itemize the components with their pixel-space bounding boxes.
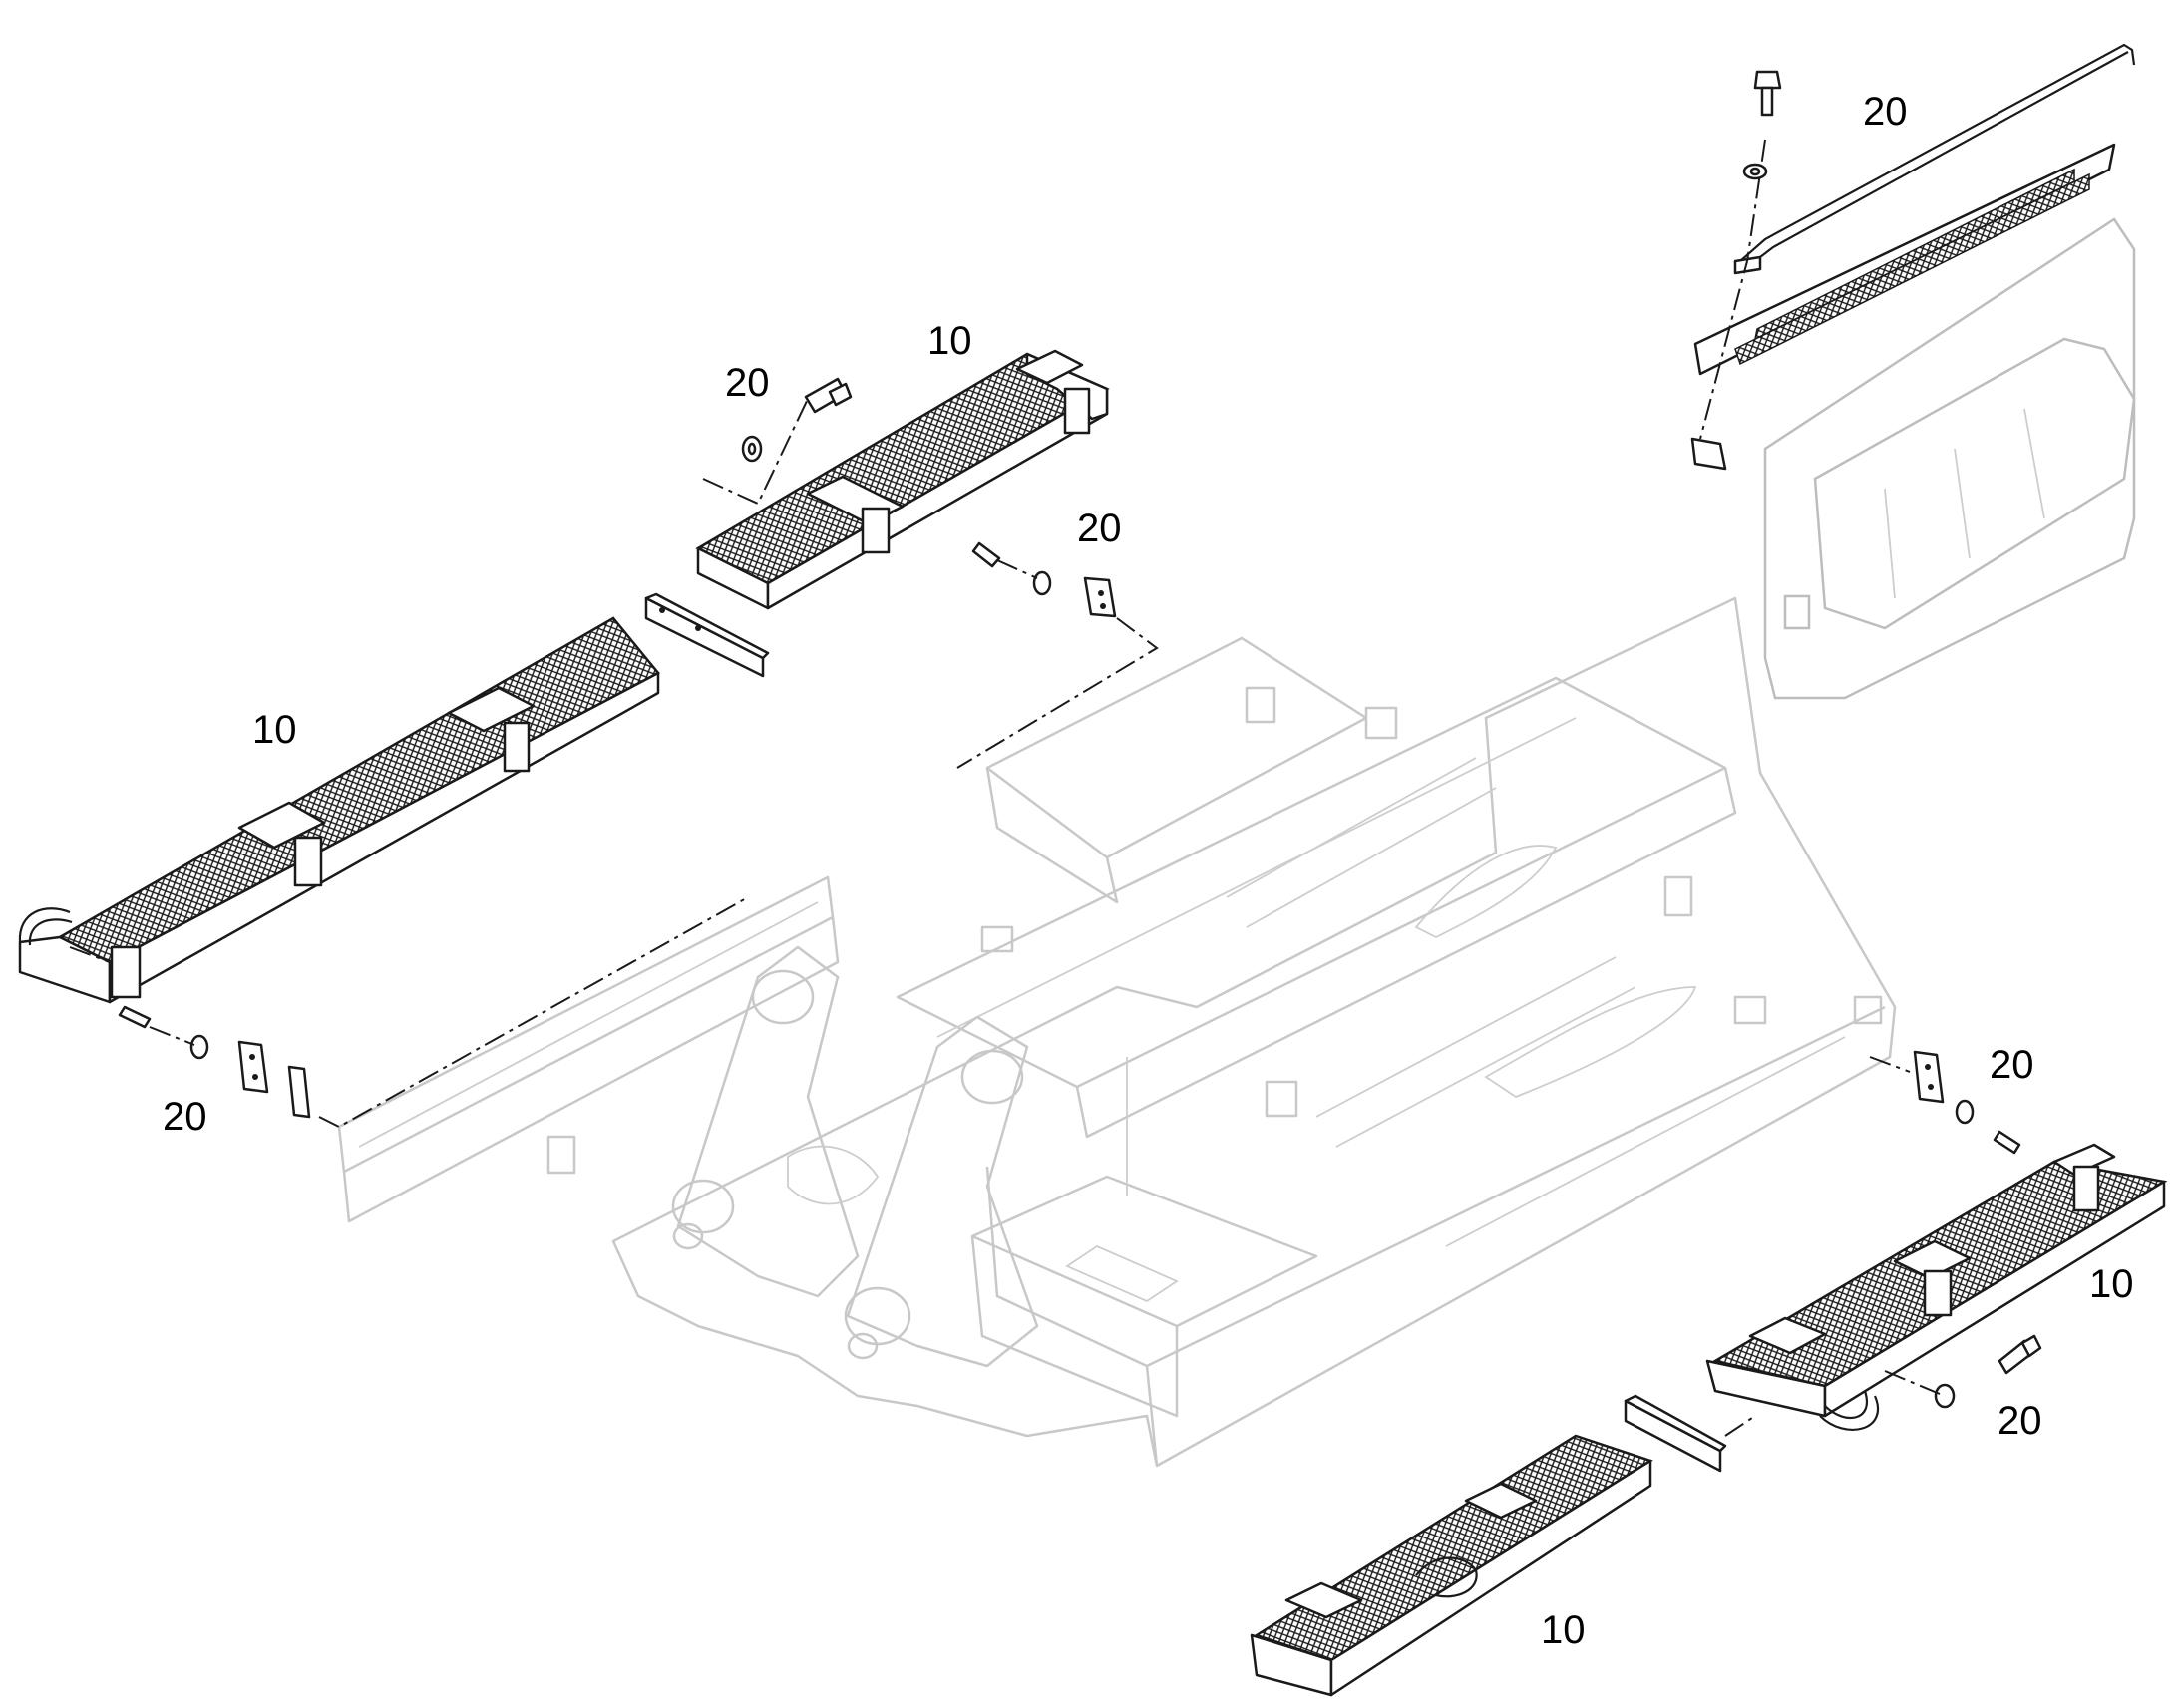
- callout-fastener-center-right: 20: [1077, 507, 1122, 550]
- bolt-washer-bracket-center: [956, 541, 1159, 769]
- callout-step-left-long: 10: [252, 708, 297, 752]
- machine-frame: [337, 596, 1897, 1468]
- step-bottom: [1250, 1434, 1653, 1697]
- handrail: [1690, 43, 2136, 471]
- callout-fastener-right-upper: 20: [1990, 1043, 2034, 1087]
- grille-panel: [1693, 143, 2116, 376]
- callout-step-right: 10: [2089, 1262, 2134, 1306]
- connector-plate-center: [644, 592, 770, 678]
- callout-fastener-right-lower: 20: [1998, 1399, 2042, 1443]
- callout-fastener-top-right: 20: [1863, 90, 1908, 134]
- bolt-washer-bracket-left: [118, 896, 749, 1129]
- connector-plate-lower: [1624, 1394, 1756, 1473]
- callout-step-top-center: 10: [927, 319, 972, 363]
- rear-panel: [1763, 217, 2136, 700]
- bracket-washer-bolt-right: [1869, 1050, 2021, 1155]
- bolt-washer-right-lower: [1884, 1334, 2042, 1409]
- step-right: [1705, 1143, 2168, 1431]
- step-top-center: [695, 349, 1110, 610]
- callout-step-bottom: 10: [1541, 1608, 1586, 1652]
- callout-fastener-top-center: 20: [725, 361, 770, 405]
- callout-fastener-left: 20: [163, 1095, 207, 1139]
- bolt-washer-top-center: [702, 377, 853, 506]
- step-left-long: [18, 616, 660, 1004]
